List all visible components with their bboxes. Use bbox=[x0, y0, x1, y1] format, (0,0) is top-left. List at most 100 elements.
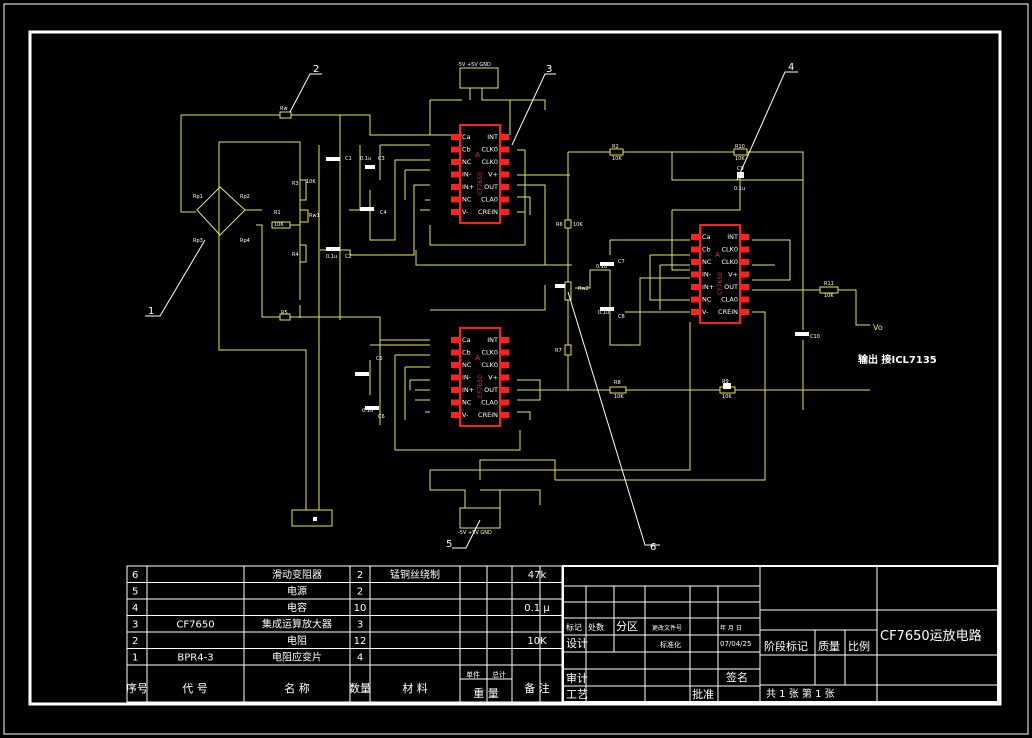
label-c3: C3 bbox=[378, 156, 385, 162]
label-c8v: 0.1u bbox=[598, 310, 609, 316]
table-cell-qty: 12 bbox=[354, 636, 367, 647]
label-r1: R1 bbox=[274, 210, 281, 216]
chip-pin-right-label: CREIN bbox=[478, 208, 498, 216]
chip-pin-left-label: Cb bbox=[702, 246, 711, 254]
chip-pin-left bbox=[451, 374, 460, 381]
chip-pin-right-label: CLK0 bbox=[721, 246, 738, 254]
chip-pin-right bbox=[500, 171, 509, 178]
table-cell-qty: 2 bbox=[357, 587, 363, 598]
table-header-remark: 备 注 bbox=[524, 681, 550, 695]
label-c2: C2 bbox=[345, 254, 352, 260]
chip-pin-right-label: OUT bbox=[724, 283, 738, 291]
tb-count: 处数 bbox=[588, 622, 604, 632]
chip-pin-right-label: CLK0 bbox=[721, 258, 738, 266]
table-header-no: 序号 bbox=[126, 681, 148, 695]
chip-pin-right-label: CLK0 bbox=[481, 361, 498, 369]
callout-5: 5 bbox=[446, 539, 452, 550]
chip-pin-left-label: IN+ bbox=[462, 386, 474, 394]
chip-pin-left bbox=[451, 159, 460, 165]
label-r2: R2 bbox=[612, 144, 619, 150]
chip-pin-left bbox=[451, 399, 460, 406]
chip-pin-right-label: OUT bbox=[484, 183, 498, 191]
chip-pin-right bbox=[500, 337, 509, 343]
label-r11: R11 bbox=[824, 281, 834, 287]
chip-pin-right bbox=[740, 246, 749, 253]
chip-pin-left-label: NC bbox=[702, 258, 712, 266]
table-header-name: 名 称 bbox=[284, 681, 310, 695]
tb-std: 标准化 bbox=[660, 640, 681, 649]
label-r5: R5 bbox=[281, 310, 288, 316]
chip-pin-left-label: IN- bbox=[462, 171, 472, 179]
chip-a2: CaCbNCIN-IN+NCV-INTCLK0CLK0V+OUTCLA0CREI… bbox=[451, 327, 509, 427]
chip-a3: CaCbNCIN-IN+NCV-INTCLK0CLK0V+OUTCLA0CREI… bbox=[691, 224, 749, 324]
title-block: 标记 处数 分区 更改文件号 年 月 日 设计 标准化 07/04/25 审计 … bbox=[562, 565, 999, 703]
outer-frame bbox=[3, 3, 1029, 735]
chip-pin-left bbox=[691, 296, 700, 303]
callout-2: 2 bbox=[313, 64, 319, 75]
power-top-label: -5V +5V GND bbox=[457, 62, 491, 68]
chip-pin-left-label: Ca bbox=[462, 336, 471, 344]
chip-name-label: CF7650 bbox=[477, 375, 484, 398]
chip-a1: CaCbNCIN-IN+NCV-INTCLK0CLK0V+OUTCLA0CREI… bbox=[451, 124, 509, 224]
component-labels: Rw Rp1 Rp2 Rp3 Rp4 R1 10K Rw1 R3 10K R4 … bbox=[193, 62, 834, 536]
tb-scale: 比例 bbox=[848, 639, 870, 653]
table-cell-name: 电容 bbox=[287, 601, 307, 614]
table-cell-qty: 10 bbox=[354, 603, 367, 614]
chip-pin-left bbox=[451, 184, 460, 190]
chip-pin-right-label: V+ bbox=[488, 171, 498, 179]
chip-pin-right-label: OUT bbox=[484, 386, 498, 394]
callout-6: 6 bbox=[650, 542, 656, 553]
label-c1: C1 bbox=[345, 156, 352, 162]
chip-pin-right bbox=[740, 259, 749, 265]
chip-pin-left bbox=[451, 209, 460, 215]
chip-pin-right-label: V+ bbox=[728, 271, 738, 279]
chip-pin-left-label: Cb bbox=[462, 146, 471, 154]
chip-pin-right-label: CLA0 bbox=[481, 196, 498, 204]
chip-pin-left bbox=[451, 349, 460, 356]
chip-pin-left bbox=[451, 171, 460, 178]
label-r1v: 10K bbox=[274, 222, 284, 228]
chip-pin-left bbox=[691, 259, 700, 265]
label-r4: R4 bbox=[292, 252, 299, 258]
callout-3: 3 bbox=[546, 64, 552, 75]
table-header-single: 单件 bbox=[466, 670, 480, 679]
label-r11v: 10K bbox=[824, 293, 834, 299]
table-header-total: 总计 bbox=[492, 670, 506, 679]
chip-pin-left bbox=[691, 246, 700, 253]
chip-pin-left-label: Ca bbox=[462, 133, 471, 141]
callout-4: 4 bbox=[788, 62, 794, 73]
table-cell-no: 6 bbox=[132, 570, 138, 581]
chip-pin-right bbox=[740, 296, 749, 303]
power-bottom-label: -5V +5V GND bbox=[458, 530, 492, 536]
label-r6: R6 bbox=[556, 222, 563, 228]
table-cell-name: 集成运算放大器 bbox=[262, 618, 332, 631]
tb-process: 工艺 bbox=[566, 688, 588, 701]
chip-pin-left bbox=[451, 387, 460, 393]
tb-stage: 阶段标记 bbox=[764, 639, 808, 653]
table-cell-no: 1 bbox=[132, 653, 138, 664]
chip-pin-right-label: INT bbox=[727, 233, 738, 241]
table-header-qty: 数量 bbox=[349, 682, 371, 695]
drawing-title: CF7650运放电路 bbox=[880, 628, 982, 644]
chip-pin-right bbox=[500, 134, 509, 140]
label-r10: R10 bbox=[735, 144, 745, 150]
table-cell-no: 4 bbox=[132, 603, 138, 614]
table-header-material: 材 料 bbox=[402, 681, 428, 695]
label-c6: C6 bbox=[378, 414, 385, 420]
chip-pin-right bbox=[500, 146, 509, 153]
chip-pin-right-label: CREIN bbox=[478, 411, 498, 419]
label-r8: R8 bbox=[614, 380, 621, 386]
chip-pin-right-label: CLK0 bbox=[481, 158, 498, 166]
table-cell-qty: 3 bbox=[357, 620, 363, 631]
table-cell-no: 3 bbox=[132, 620, 138, 631]
table-header-code: 代 号 bbox=[182, 682, 208, 695]
label-rw: Rw bbox=[280, 106, 288, 112]
callout-numbers: 1 2 3 4 5 6 bbox=[148, 62, 794, 553]
chip-pin-left-label: NC bbox=[462, 196, 472, 204]
chip-pin-left bbox=[451, 337, 460, 343]
chip-pin-left-label: IN- bbox=[462, 374, 472, 382]
label-c9v: 0.1u bbox=[734, 186, 745, 192]
chip-pin-right-label: CREIN bbox=[718, 308, 738, 316]
chip-pin-right-label: CLK0 bbox=[481, 146, 498, 154]
